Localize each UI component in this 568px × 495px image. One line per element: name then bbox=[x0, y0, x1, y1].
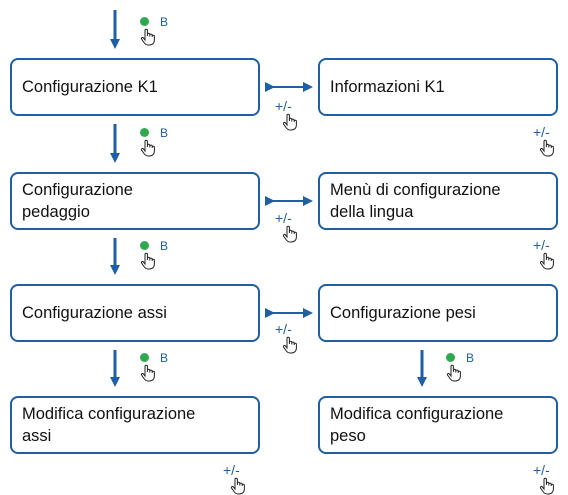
hand-pointer-icon bbox=[539, 252, 554, 270]
plus-minus-label: +/- bbox=[275, 98, 292, 114]
green-dot-icon bbox=[140, 241, 149, 250]
green-dot-icon bbox=[140, 128, 149, 137]
plus-minus-label: +/- bbox=[533, 237, 550, 253]
hand-pointer-icon bbox=[282, 225, 297, 243]
box-label: Configurazione K1 bbox=[22, 78, 158, 96]
box-configurazione-assi: Configurazione assi bbox=[10, 284, 260, 342]
hand-pointer-icon bbox=[140, 364, 155, 382]
box-label-line2: pedaggio bbox=[22, 203, 90, 221]
plus-minus-label: +/- bbox=[275, 210, 292, 226]
hand-pointer-icon bbox=[282, 113, 297, 131]
hand-pointer-icon bbox=[282, 336, 297, 354]
green-dot-icon bbox=[140, 17, 149, 26]
box-label-line1: Menù di configurazione bbox=[330, 181, 501, 199]
box-label-line1: Modifica configurazione bbox=[22, 405, 196, 423]
box-informazioni-k1: Informazioni K1 bbox=[318, 58, 558, 116]
box-configurazione-k1: Configurazione K1 bbox=[10, 58, 260, 116]
box-label-line2: assi bbox=[22, 427, 52, 445]
plus-minus-label: +/- bbox=[533, 124, 550, 140]
green-dot-icon bbox=[446, 353, 455, 362]
hand-pointer-icon bbox=[446, 364, 461, 382]
box-label: Configurazione pesi bbox=[330, 304, 476, 322]
box-modifica-configurazione-peso: Modifica configurazione peso bbox=[318, 396, 558, 454]
hand-pointer-icon bbox=[140, 139, 155, 157]
box-label-line1: Modifica configurazione bbox=[330, 405, 504, 423]
box-label: Informazioni K1 bbox=[330, 78, 445, 96]
hand-pointer-icon bbox=[230, 477, 245, 495]
hand-pointer-icon bbox=[539, 477, 554, 495]
button-b-label: B bbox=[466, 351, 475, 365]
green-dot-icon bbox=[140, 353, 149, 362]
top-partial-text bbox=[0, 0, 568, 14]
box-label: Menù di configurazione della lingua bbox=[330, 179, 501, 223]
hand-pointer-icon bbox=[140, 28, 155, 46]
button-b-label: B bbox=[160, 15, 169, 29]
hand-pointer-icon bbox=[140, 252, 155, 270]
button-b-label: B bbox=[160, 126, 169, 140]
box-label: Configurazione assi bbox=[22, 304, 167, 322]
box-label-line2: peso bbox=[330, 427, 366, 445]
box-configurazione-pedaggio: Configurazione pedaggio bbox=[10, 172, 260, 230]
box-label: Modifica configurazione assi bbox=[22, 403, 195, 447]
box-label-line2: della lingua bbox=[330, 203, 414, 221]
plus-minus-label: +/- bbox=[275, 321, 292, 337]
box-label: Modifica configurazione peso bbox=[330, 403, 503, 447]
hand-pointer-icon bbox=[539, 139, 554, 157]
button-b-label: B bbox=[160, 351, 169, 365]
box-label: Configurazione pedaggio bbox=[22, 179, 133, 223]
box-modifica-configurazione-assi: Modifica configurazione assi bbox=[10, 396, 260, 454]
plus-minus-label: +/- bbox=[533, 462, 550, 478]
box-configurazione-pesi: Configurazione pesi bbox=[318, 284, 558, 342]
box-menu-lingua: Menù di configurazione della lingua bbox=[318, 172, 558, 230]
plus-minus-label: +/- bbox=[223, 462, 240, 478]
button-b-label: B bbox=[160, 239, 169, 253]
box-label-line1: Configurazione bbox=[22, 181, 133, 199]
